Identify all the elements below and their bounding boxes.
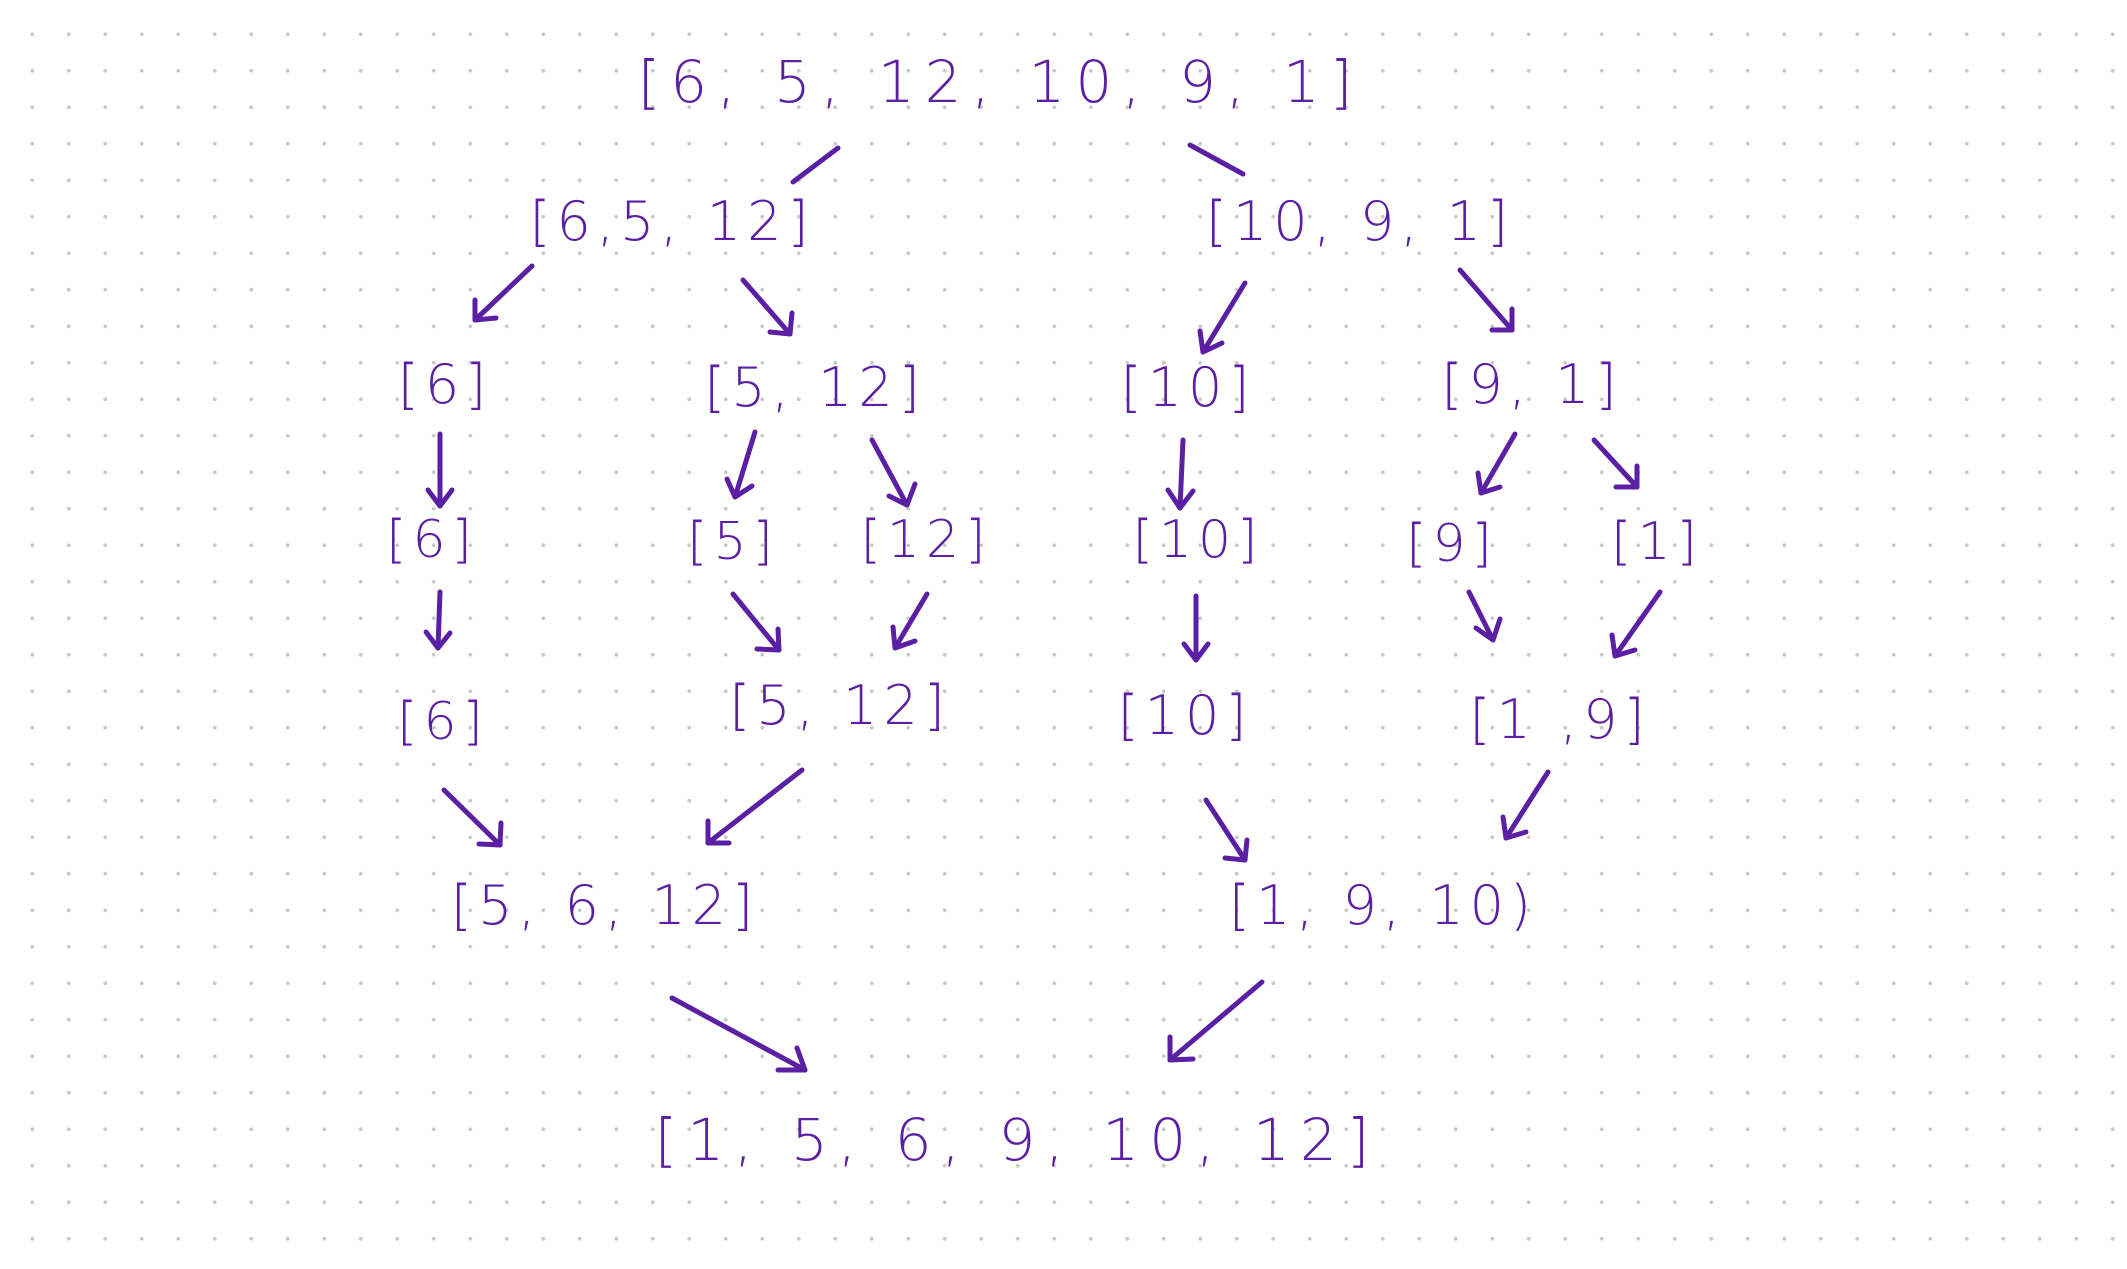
arrow-head <box>775 1045 808 1073</box>
arrow-5-12-to-5 <box>732 429 758 500</box>
arrow-10-to-1-9-10 <box>1203 797 1248 863</box>
arrow-head <box>767 310 795 337</box>
node-merged-5-6-12: [5, 6, 12] <box>450 874 760 937</box>
arrow-head <box>890 624 918 651</box>
arrow-left-half-to-6 <box>472 263 535 323</box>
arrow-5-12-to-5-6-12 <box>705 767 805 846</box>
arrow-12-to-merge <box>892 591 930 651</box>
arrow-head <box>1609 632 1638 659</box>
node-leaf-12: [12] <box>860 510 992 570</box>
node-right-pair-9-1: [9, 1] <box>1441 353 1623 416</box>
arrow-5-to-merge <box>730 591 782 653</box>
arrow-1-9-to-1-9-10 <box>1503 769 1551 841</box>
arrow-9-1-to-1 <box>1591 437 1640 490</box>
node-leaf-5: [5] <box>687 512 779 572</box>
arrow-5-12-to-12 <box>869 437 910 508</box>
arrow-9-1-to-9 <box>1478 431 1518 496</box>
arrow-head <box>423 629 453 651</box>
split-line-root-right <box>1187 142 1246 177</box>
arrow-head <box>1500 814 1529 841</box>
node-merged-6: [6] <box>397 692 489 752</box>
arrow-5-6-12-to-result <box>669 995 808 1073</box>
arrow-10-down <box>1177 437 1186 511</box>
arrow-6-to-5-6-12 <box>441 787 503 848</box>
arrow-left-half-to-5-12 <box>740 277 793 337</box>
arrow-head <box>1489 306 1515 333</box>
node-right-single-10: [10] <box>1120 356 1256 419</box>
node-leaf-10: [10] <box>1132 510 1264 570</box>
node-right-half: [10, 9, 1] <box>1205 190 1515 253</box>
arrow-6-down-2 <box>435 589 443 651</box>
arrow-head <box>1222 837 1250 863</box>
arrow-right-half-to-10 <box>1200 280 1248 355</box>
arrow-9-to-merge <box>1466 589 1496 643</box>
arrow-head <box>1197 328 1225 355</box>
arrow-1-9-10-to-result <box>1167 979 1265 1063</box>
node-merged-1-9: [1 ,9] <box>1469 688 1651 751</box>
arrow-head <box>472 297 499 323</box>
node-root: [6, 5, 12, 10, 9, 1] <box>637 48 1363 116</box>
node-leaf-9: [9] <box>1406 514 1498 574</box>
arrow-head <box>1473 616 1503 643</box>
arrow-head <box>724 476 755 500</box>
node-leaf-6: [6] <box>386 510 478 570</box>
arrow-head <box>705 818 732 846</box>
node-left-single-6: [6] <box>397 353 493 416</box>
arrow-head <box>425 487 455 509</box>
arrow-right-half-to-9-1 <box>1457 267 1515 333</box>
node-left-half: [6,5, 12] <box>529 190 815 253</box>
arrow-head <box>1167 1034 1196 1063</box>
node-merged-5-12: [5, 12] <box>729 674 951 737</box>
arrow-head <box>886 481 918 508</box>
arrow-head <box>754 626 782 653</box>
node-left-pair-5-12: [5, 12] <box>704 356 926 419</box>
node-merged-1-9-10: [1, 9, 10) <box>1228 874 1538 937</box>
split-line-root-left <box>790 145 841 185</box>
node-result: [1, 5, 6, 9, 10, 12] <box>654 1106 1380 1174</box>
arrow-head <box>1165 487 1196 511</box>
arrow-1-to-merge <box>1612 589 1663 659</box>
node-merged-10: [10] <box>1117 684 1253 747</box>
node-leaf-1: [1] <box>1611 512 1703 572</box>
arrow-head <box>476 820 504 848</box>
arrow-head <box>1475 470 1503 496</box>
arrow-head <box>1613 463 1640 490</box>
arrow-head <box>1181 641 1211 663</box>
